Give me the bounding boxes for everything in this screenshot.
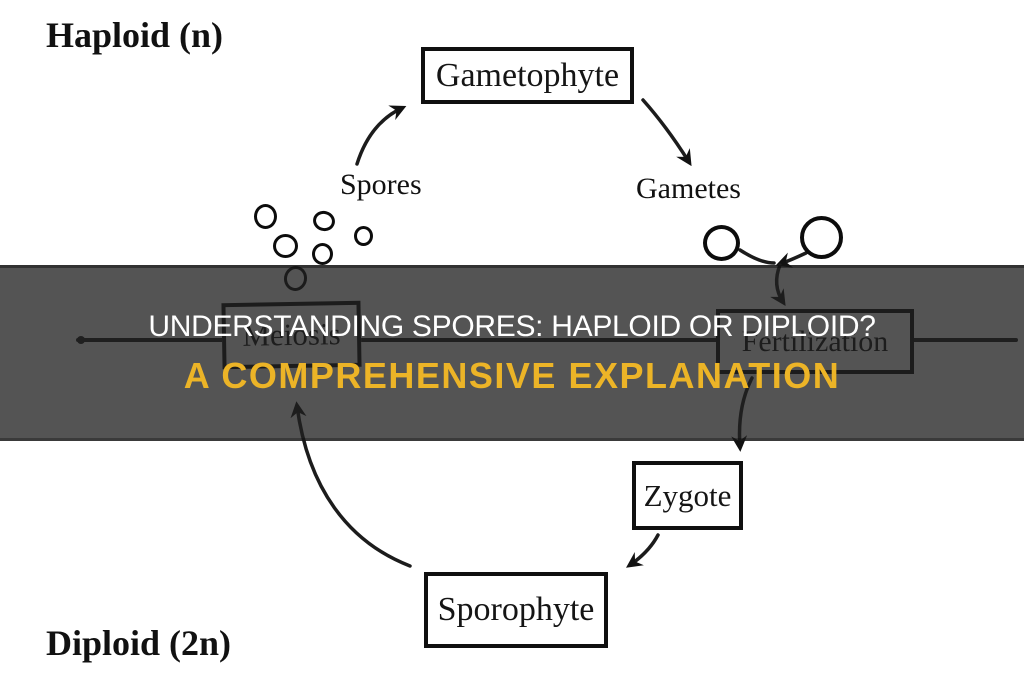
spore-circle — [312, 243, 333, 265]
banner-subtitle: A COMPREHENSIVE EXPLANATION — [183, 355, 841, 396]
arrow-spores-to-gametophyte — [355, 105, 407, 166]
diploid-phase-label: Diploid (2n) — [46, 623, 232, 663]
sporophyte-node-box: Sporophyte — [424, 572, 608, 648]
title-banner-overlay: UNDERSTANDING SPORES: HAPLOID OR DIPLOID… — [0, 265, 1024, 441]
arrow-left-gamete-merge — [738, 248, 776, 265]
arrow-zygote-to-sporophyte — [626, 533, 660, 568]
spore-circle — [354, 226, 373, 246]
spore-circle — [273, 234, 298, 258]
gamete-circle-right — [800, 216, 843, 259]
arrow-gametophyte-to-gametes — [641, 98, 692, 167]
arrow-right-gamete-merge — [775, 251, 808, 268]
spores-label: Spores — [340, 168, 422, 201]
haploid-phase-label: Haploid (n) — [46, 15, 224, 55]
gametophyte-node-box: Gametophyte — [421, 47, 634, 104]
gametes-label: Gametes — [636, 172, 741, 205]
gamete-circle-left — [703, 225, 740, 261]
spore-circle — [254, 204, 277, 229]
zygote-node-box: Zygote — [632, 461, 743, 530]
gametophyte-node-label: Gametophyte — [435, 56, 620, 94]
zygote-node-label: Zygote — [643, 477, 732, 513]
sporophyte-node-label: Sporophyte — [437, 591, 595, 628]
banner-title: UNDERSTANDING SPORES: HAPLOID OR DIPLOID… — [148, 310, 876, 343]
